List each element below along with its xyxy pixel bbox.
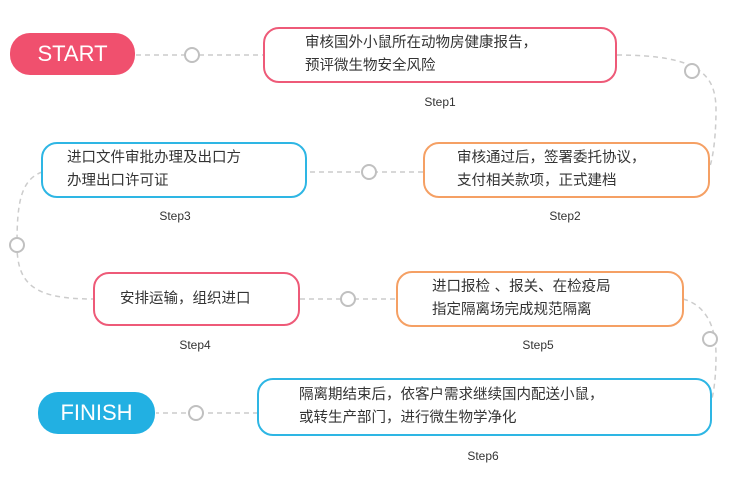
step5-line2: 指定隔离场完成规范隔离 [432, 302, 592, 318]
step4-box: 安排运输，组织进口 [93, 272, 300, 326]
step6-box: 隔离期结束后，依客户需求继续国内配送小鼠， 或转生产部门，进行微生物学净化 [257, 378, 712, 436]
step1-line1: 审核国外小鼠所在动物房健康报告， [305, 35, 537, 51]
connector-step5-step6 [682, 298, 717, 406]
flow-node-6 [702, 331, 718, 347]
step4-line1: 安排运输，组织进口 [120, 290, 251, 307]
connector-step1-step2 [616, 54, 717, 171]
step3-line1: 进口文件审批办理及出口方 [67, 150, 241, 166]
flow-node-4 [9, 237, 25, 253]
start-badge: START [10, 33, 135, 75]
step6-label: Step6 [467, 449, 499, 463]
finish-badge: FINISH [38, 392, 155, 434]
step5-line1: 进口报检 、报关、在检疫局 [432, 279, 611, 295]
flow-node-7 [188, 405, 204, 421]
step5-label: Step5 [522, 338, 554, 352]
flow-node-3 [361, 164, 377, 180]
step2-line1: 审核通过后，签署委托协议， [457, 150, 646, 166]
step3-label: Step3 [159, 209, 191, 223]
step2-box: 审核通过后，签署委托协议， 支付相关款项，正式建档 [423, 142, 710, 198]
step6-line1: 隔离期结束后，依客户需求继续国内配送小鼠， [299, 387, 604, 403]
flow-node-5 [340, 291, 356, 307]
step6-line2: 或转生产部门，进行微生物学净化 [299, 410, 517, 426]
step1-line2: 预评微生物安全风险 [305, 58, 436, 74]
step1-label: Step1 [424, 95, 456, 109]
step3-line2: 办理出口许可证 [67, 173, 169, 189]
step3-box: 进口文件审批办理及出口方 办理出口许可证 [41, 142, 307, 198]
flow-node-1 [184, 47, 200, 63]
flow-node-2 [684, 63, 700, 79]
step2-label: Step2 [549, 209, 581, 223]
step1-box: 审核国外小鼠所在动物房健康报告， 预评微生物安全风险 [263, 27, 617, 83]
step2-line2: 支付相关款项，正式建档 [457, 173, 617, 189]
step4-label: Step4 [179, 338, 211, 352]
step5-box: 进口报检 、报关、在检疫局 指定隔离场完成规范隔离 [396, 271, 684, 327]
